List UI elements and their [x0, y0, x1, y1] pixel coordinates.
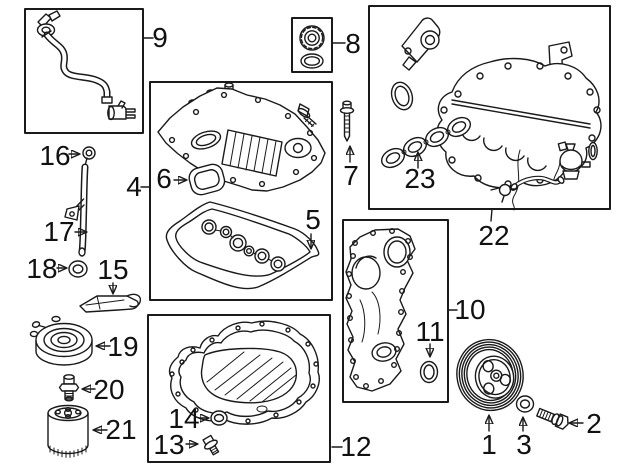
valve-cover-drawing [157, 82, 326, 192]
box-part-4 [149, 81, 333, 301]
drain-plug-drawing [202, 434, 220, 456]
callout-19: 19 [107, 331, 139, 362]
timing-cover-drawing [345, 227, 416, 392]
callout-20: 20 [93, 374, 125, 405]
callout-arrows [56, 147, 584, 444]
map-sensor-drawing [401, 17, 441, 71]
spark-plug-tube-seals [201, 219, 286, 272]
callout-21: 21 [105, 414, 137, 445]
oil-pan-drawing [168, 320, 320, 425]
callout-2: 2 [586, 408, 602, 439]
frame-boxes [24, 5, 611, 463]
box-part-22 [368, 5, 611, 210]
filter-adapter-drawing [58, 374, 80, 402]
pulley-washer-drawing [515, 395, 535, 413]
callout-18: 18 [26, 253, 58, 284]
callout-17: 17 [43, 216, 75, 247]
leader-lines [140, 37, 493, 448]
valve-cover-gasket-drawing [165, 201, 320, 290]
dipstick-o-ring-drawing [68, 260, 88, 278]
callout-22-leader [490, 208, 493, 222]
callout-9: 9 [152, 22, 168, 53]
mounting-bolt-drawing [339, 100, 355, 142]
callout-23: 23 [404, 163, 436, 194]
vacuum-hose-drawing [510, 175, 565, 191]
intake-gasket-drawing [380, 116, 472, 169]
timing-cover-bolt-holes [346, 227, 414, 390]
callout-6: 6 [156, 163, 172, 194]
callout-7: 7 [343, 160, 359, 191]
box-part-10 [342, 219, 449, 403]
callout-3: 3 [516, 429, 532, 460]
callout-15: 15 [97, 254, 129, 285]
tube-fitting-drawing [490, 183, 518, 203]
callout-14: 14 [168, 403, 200, 434]
intake-manifold-drawing [390, 17, 602, 211]
oil-filler-cap-drawing [299, 25, 325, 69]
callout-10: 10 [454, 294, 486, 325]
box-part-8 [291, 17, 333, 73]
crankshaft-pulley-drawing [456, 338, 524, 412]
drain-plug-gasket-drawing [210, 410, 228, 426]
heat-shield-drawing [79, 293, 142, 313]
callout-22: 22 [478, 220, 510, 251]
callout-4: 4 [126, 171, 142, 202]
purge-valve-drawing [557, 141, 591, 180]
callout-1: 1 [481, 429, 497, 460]
throttle-o-ring-drawing [390, 81, 414, 111]
callout-11: 11 [415, 316, 445, 347]
callout-5: 5 [305, 204, 321, 235]
box-part-12 [147, 314, 331, 463]
callout-13: 13 [153, 429, 185, 460]
pulley-bolt-drawing [536, 407, 569, 430]
callout-12: 12 [340, 431, 372, 462]
dipstick-drawing [64, 146, 96, 257]
box-part-9 [24, 8, 144, 134]
port-gasket-drawing [188, 163, 226, 196]
front-seal-drawing [419, 360, 439, 384]
oil-cooler-drawing [29, 315, 93, 366]
valve-cover-bolt [297, 103, 317, 127]
breather-hose-drawing [36, 10, 136, 121]
small-o-ring-drawing [588, 141, 598, 161]
callout-8: 8 [345, 28, 361, 59]
oil-filter-drawing [47, 404, 89, 458]
callout-16: 16 [39, 140, 71, 171]
